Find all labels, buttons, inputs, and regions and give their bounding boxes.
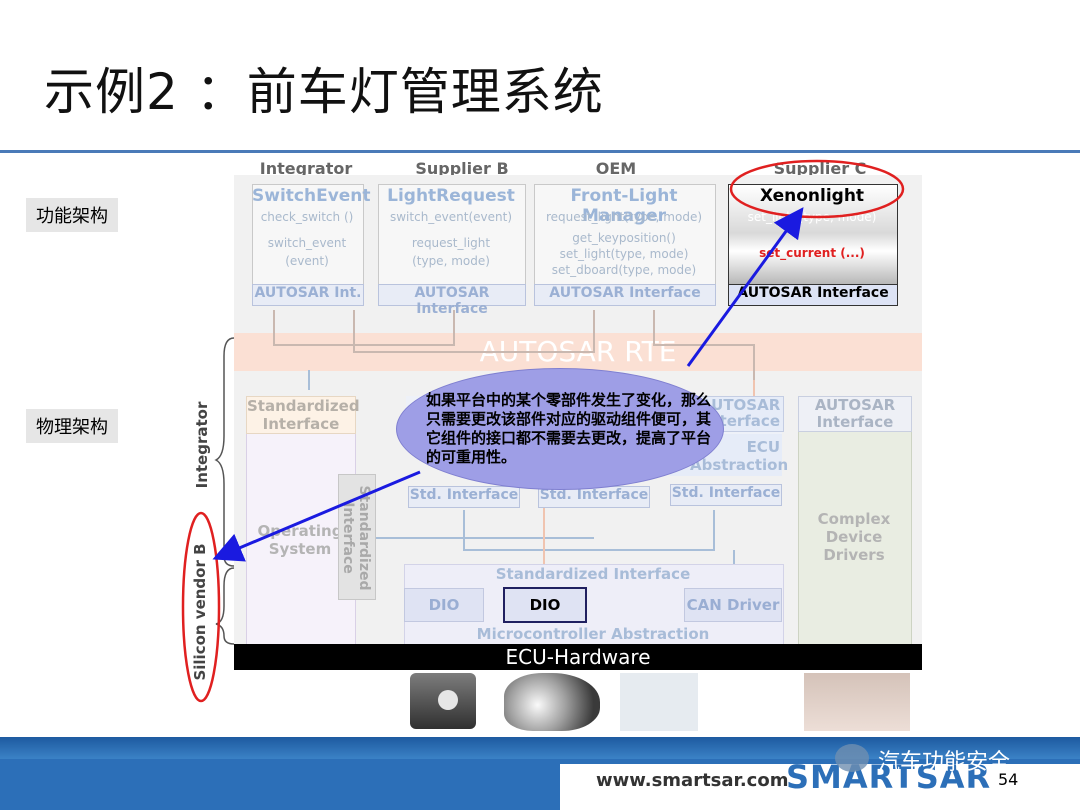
operating-system: Operating System [257, 522, 343, 558]
ecu-abstraction: ECU Abstraction [690, 438, 789, 474]
swc-xenonlight-title: Xenonlight [759, 186, 865, 206]
column-integrator: Integrator [259, 159, 353, 178]
dashboard-photo [804, 673, 910, 731]
switch-knob-icon [438, 690, 458, 710]
column-supplier-c: Supplier C [773, 159, 867, 178]
swc-light-request-line1: switch_event(event) [389, 210, 513, 224]
callout-bubble [396, 368, 724, 490]
column-oem: OEM [595, 159, 637, 178]
dio-1: DIO [404, 588, 484, 622]
swc-front-light-line1: request_light(type, mode) [545, 210, 703, 224]
microcontroller-abstraction: Microcontroller Abstraction [476, 625, 710, 643]
swc-xenonlight-line2: set_current (...) [759, 246, 865, 260]
swc-front-light-line2: get_keyposition() [572, 231, 676, 245]
column-supplier-b: Supplier B [415, 159, 509, 178]
headlight-photo [504, 673, 600, 731]
swc-light-request-title: LightRequest [387, 186, 515, 206]
swc-light-request-interface: AUTOSAR Interface [378, 284, 526, 317]
label-functional: 功能架构 [26, 198, 118, 232]
swc-switch-event-line3: (event) [285, 254, 329, 268]
std-interface-bottom: Standardized Interface [495, 565, 691, 583]
swc-switch-event-line2: switch_event [267, 236, 347, 250]
swc-switch-event-interface: AUTOSAR Int. [252, 284, 364, 306]
footer-url[interactable]: www.smartsar.com [596, 770, 789, 791]
swc-front-light-line3: set_light(type, mode) [559, 247, 689, 261]
swc-light-request-line3: (type, mode) [412, 254, 490, 268]
swc-light-request-line2: request_light [411, 236, 491, 250]
footer-logo: SMARTSAR [786, 758, 992, 796]
label-physical: 物理架构 [26, 409, 118, 443]
std-iface-1: Std. Interface [408, 486, 520, 508]
ecu-hardware: ECU-Hardware [234, 644, 922, 670]
footer-wechat-account: 汽车功能安全 [878, 750, 1011, 775]
std-iface-3: Std. Interface [670, 484, 782, 506]
swc-front-light-title: Front-Light Manager [570, 186, 678, 226]
swc-front-light-interface: AUTOSAR Interface [534, 284, 716, 306]
std-interface-vertical-box [338, 474, 376, 600]
swc-switch-event-line1: check_switch () [260, 210, 354, 224]
title-rule [0, 150, 1080, 153]
sensor-photo [620, 673, 698, 731]
footer-top-stripe [0, 737, 1080, 759]
page-number: 54 [998, 770, 1019, 789]
page-title: 示例2 ：前车灯管理系统 [44, 63, 604, 121]
footer-logo-area [560, 764, 1080, 810]
swc-switch-event-title: SwitchEvent [252, 186, 371, 206]
complex-drivers-column [798, 396, 912, 646]
callout-text: 如果平台中的某个零部件发生了变化，那么只需要更改该部件对应的驱动组件便可，其它组… [426, 391, 712, 466]
can-driver: CAN Driver [684, 588, 782, 622]
wechat-icon [835, 744, 869, 772]
dio-2-highlighted: DIO [503, 587, 587, 623]
autosar-interface-right: AUTOSAR Interface [798, 396, 912, 432]
std-interface-left: Standardized Interface [246, 396, 360, 434]
complex-device-drivers: Complex Device Drivers [817, 510, 891, 564]
swc-front-light-line4: set_dboard(type, mode) [551, 263, 697, 277]
swc-xenonlight-interface: AUTOSAR Interface [728, 284, 898, 306]
